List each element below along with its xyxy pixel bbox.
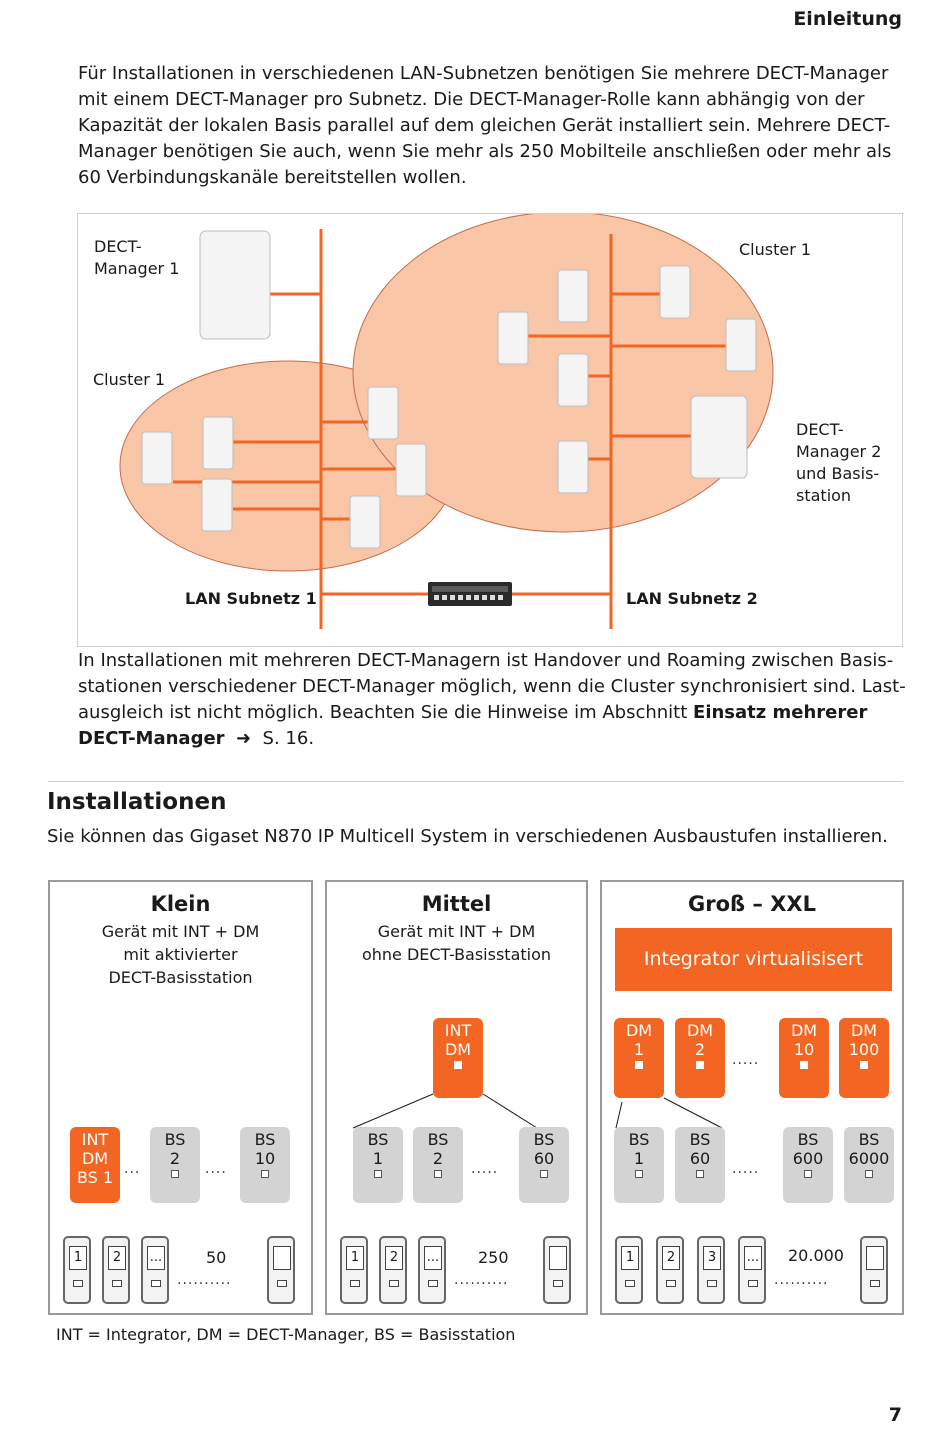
network-figure: DECT- Manager 1 Cluster 1 Cluster 1 DECT… bbox=[77, 213, 903, 647]
dm1-device bbox=[199, 230, 271, 340]
dm2-label: DECT- Manager 2 und Basis- station bbox=[796, 420, 882, 505]
base-station bbox=[557, 269, 589, 323]
ellipsis: .......... bbox=[454, 1272, 509, 1288]
cluster-right-label: Cluster 1 bbox=[739, 240, 812, 259]
handset: 2 bbox=[656, 1236, 684, 1304]
roaming-paragraph: In Installationen mit mehreren DECT-Mana… bbox=[78, 650, 906, 749]
base-station bbox=[201, 478, 233, 532]
handset: ... bbox=[738, 1236, 766, 1304]
panel-title: Mittel bbox=[421, 892, 492, 916]
network-diagram-svg bbox=[119, 214, 774, 629]
dm2-device bbox=[690, 395, 748, 479]
handset: ... bbox=[141, 1236, 169, 1304]
panel-subtitle: Gerät mit INT + DM mit aktivierter DECT-… bbox=[101, 922, 260, 987]
lan-lines bbox=[173, 229, 726, 629]
integrator-bar: Integrator virtualisisert bbox=[615, 928, 892, 991]
base-station bbox=[725, 318, 757, 372]
ellipsis: ..... bbox=[732, 1161, 760, 1177]
section-reference[interactable]: Einsatz mehrerer DECT-Manager bbox=[78, 702, 868, 749]
cluster-left-label: Cluster 1 bbox=[93, 370, 166, 389]
connector-lines bbox=[615, 1097, 723, 1129]
base-station bbox=[395, 443, 427, 497]
lan2-label: LAN Subnetz 2 bbox=[626, 589, 758, 608]
base-station bbox=[349, 495, 381, 549]
handset: 2 bbox=[379, 1236, 407, 1304]
section-intro: Sie können das Gigaset N870 IP Multicell… bbox=[47, 826, 888, 847]
panel-title: Klein bbox=[150, 892, 211, 916]
panel-mittel: Mittel Gerät mit INT + DM ohne DECT-Basi… bbox=[325, 880, 588, 1315]
connector-lines bbox=[352, 1093, 538, 1129]
switch-icon bbox=[428, 582, 512, 606]
base-station bbox=[141, 431, 173, 485]
handset-count: 250 bbox=[478, 1248, 509, 1267]
page-number: 7 bbox=[888, 1404, 902, 1426]
handset: 3 bbox=[697, 1236, 725, 1304]
ellipsis: .......... bbox=[774, 1272, 829, 1288]
lan1-label: LAN Subnetz 1 bbox=[185, 589, 317, 608]
page-reference[interactable]: S. 16. bbox=[262, 728, 315, 749]
panel-klein: Klein Gerät mit INT + DM mit aktivierter… bbox=[48, 880, 313, 1315]
ellipsis: .... bbox=[205, 1161, 227, 1177]
handset: ... bbox=[418, 1236, 446, 1304]
base-station bbox=[659, 265, 691, 319]
base-station bbox=[367, 386, 399, 440]
section-divider bbox=[48, 781, 903, 782]
handset bbox=[543, 1236, 571, 1304]
base-stations bbox=[141, 230, 757, 549]
panel-subtitle: Gerät mit INT + DM ohne DECT-Basisstatio… bbox=[361, 922, 552, 964]
legend: INT = Integrator, DM = DECT-Manager, BS … bbox=[56, 1325, 516, 1344]
handset-count: 20.000 bbox=[788, 1246, 844, 1265]
dm1-label: DECT- Manager 1 bbox=[94, 237, 180, 278]
handset bbox=[860, 1236, 888, 1304]
base-station bbox=[557, 353, 589, 407]
base-station bbox=[557, 440, 589, 494]
chapter-title: Einleitung bbox=[793, 8, 902, 30]
base-station bbox=[497, 311, 529, 365]
ellipsis: .......... bbox=[177, 1272, 232, 1288]
handset bbox=[267, 1236, 295, 1304]
panel-title: Groß – XXL bbox=[687, 892, 816, 916]
handset-count: 50 bbox=[206, 1248, 227, 1267]
section-title: Installationen bbox=[47, 789, 227, 815]
base-station bbox=[202, 416, 234, 470]
arrow-right-icon: ➜ bbox=[236, 728, 252, 749]
handset: 1 bbox=[63, 1236, 91, 1304]
ellipsis: ... bbox=[124, 1161, 141, 1177]
ellipsis: ..... bbox=[732, 1052, 760, 1068]
intro-paragraph: Für Installationen in verschiedenen LAN-… bbox=[78, 63, 892, 188]
handset: 2 bbox=[102, 1236, 130, 1304]
handset: 1 bbox=[340, 1236, 368, 1304]
ellipsis: ..... bbox=[471, 1161, 499, 1177]
handset: 1 bbox=[615, 1236, 643, 1304]
